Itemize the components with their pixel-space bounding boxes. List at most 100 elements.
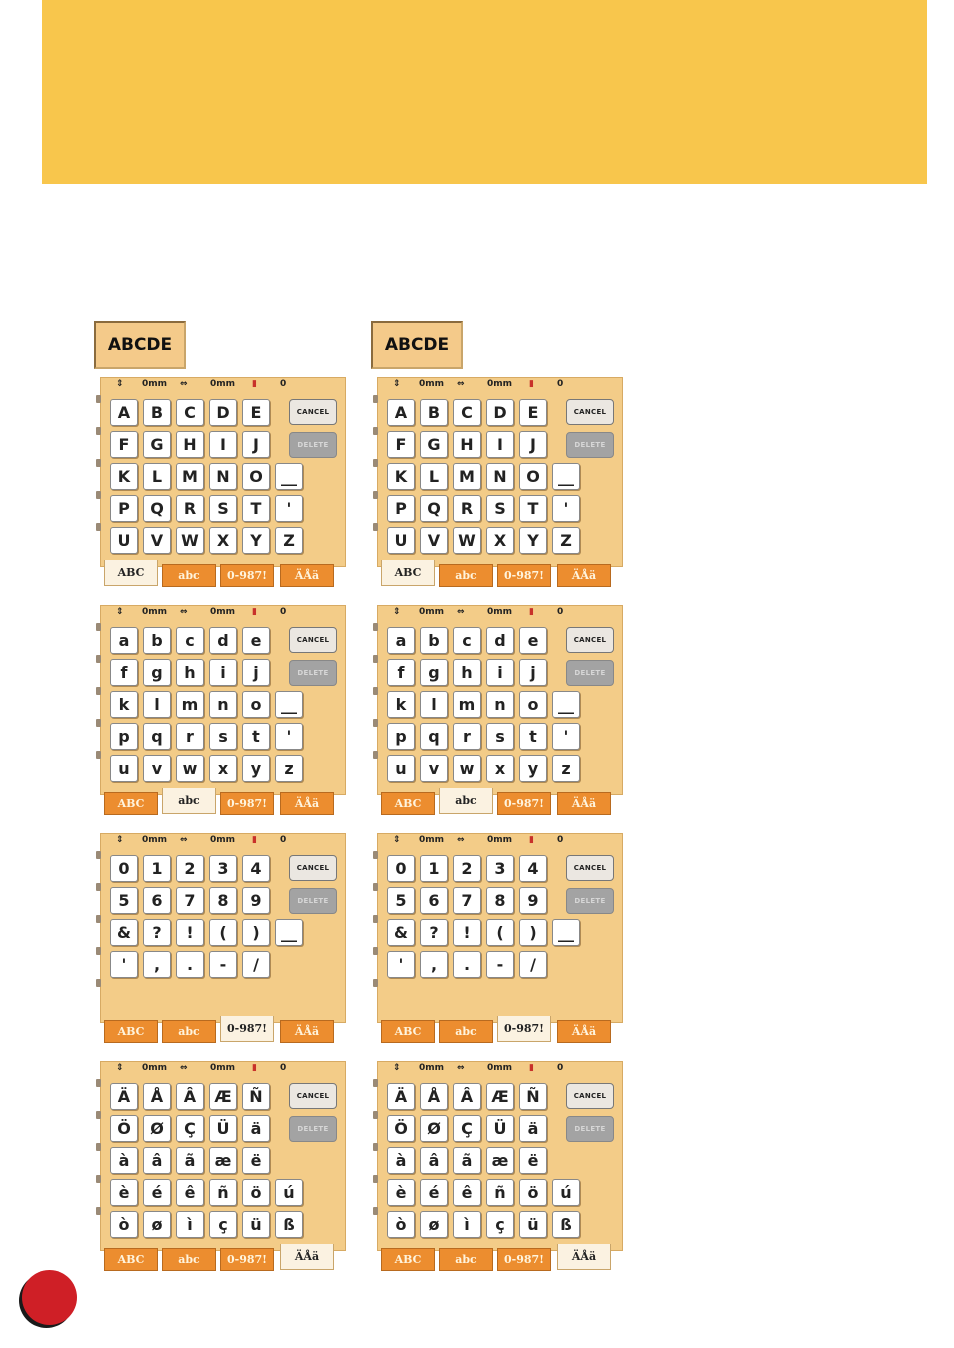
- character-key[interactable]: n: [209, 691, 237, 718]
- character-key[interactable]: -: [209, 951, 237, 978]
- cancel-button[interactable]: CANCEL: [289, 1083, 337, 1109]
- character-key[interactable]: K: [110, 463, 138, 490]
- character-key[interactable]: v: [143, 755, 171, 782]
- character-key[interactable]: ü: [242, 1211, 270, 1238]
- delete-button[interactable]: DELETE: [289, 432, 337, 458]
- tab-2[interactable]: 0-987!: [220, 1016, 274, 1042]
- character-key[interactable]: y: [519, 755, 547, 782]
- character-key[interactable]: 0: [110, 855, 138, 882]
- character-key[interactable]: __: [275, 691, 303, 718]
- character-key[interactable]: C: [453, 399, 481, 426]
- character-key[interactable]: Ø: [143, 1115, 171, 1142]
- character-key[interactable]: ü: [519, 1211, 547, 1238]
- character-key[interactable]: ê: [176, 1179, 204, 1206]
- tab-2[interactable]: 0-987!: [220, 1248, 274, 1271]
- tab-2[interactable]: 0-987!: [220, 792, 274, 815]
- character-key[interactable]: -: [486, 951, 514, 978]
- character-key[interactable]: ß: [275, 1211, 303, 1238]
- character-key[interactable]: m: [453, 691, 481, 718]
- character-key[interactable]: g: [143, 659, 171, 686]
- character-key[interactable]: 0: [387, 855, 415, 882]
- tab-2[interactable]: 0-987!: [497, 792, 551, 815]
- character-key[interactable]: __: [275, 463, 303, 490]
- character-key[interactable]: S: [209, 495, 237, 522]
- character-key[interactable]: 5: [387, 887, 415, 914]
- character-key[interactable]: ç: [486, 1211, 514, 1238]
- character-key[interactable]: u: [110, 755, 138, 782]
- character-key[interactable]: Ü: [209, 1115, 237, 1142]
- character-key[interactable]: 7: [176, 887, 204, 914]
- character-key[interactable]: ê: [453, 1179, 481, 1206]
- tab-3[interactable]: ÄÅä: [280, 792, 334, 815]
- character-key[interactable]: ): [519, 919, 547, 946]
- cancel-button[interactable]: CANCEL: [289, 627, 337, 653]
- character-key[interactable]: ': [552, 495, 580, 522]
- delete-button[interactable]: DELETE: [566, 1116, 614, 1142]
- character-key[interactable]: d: [486, 627, 514, 654]
- character-key[interactable]: g: [420, 659, 448, 686]
- character-key[interactable]: O: [519, 463, 547, 490]
- character-key[interactable]: c: [176, 627, 204, 654]
- character-key[interactable]: J: [242, 431, 270, 458]
- character-key[interactable]: ß: [552, 1211, 580, 1238]
- character-key[interactable]: à: [387, 1147, 415, 1174]
- character-key[interactable]: l: [143, 691, 171, 718]
- tab-1[interactable]: abc: [162, 1248, 216, 1271]
- character-key[interactable]: ì: [176, 1211, 204, 1238]
- character-key[interactable]: f: [387, 659, 415, 686]
- cancel-button[interactable]: CANCEL: [289, 855, 337, 881]
- character-key[interactable]: e: [242, 627, 270, 654]
- character-key[interactable]: p: [110, 723, 138, 750]
- character-key[interactable]: ò: [387, 1211, 415, 1238]
- character-key[interactable]: A: [387, 399, 415, 426]
- character-key[interactable]: k: [387, 691, 415, 718]
- tab-1[interactable]: abc: [439, 788, 493, 814]
- character-key[interactable]: h: [176, 659, 204, 686]
- delete-button[interactable]: DELETE: [566, 888, 614, 914]
- tab-0[interactable]: ABC: [381, 1248, 435, 1271]
- character-key[interactable]: x: [209, 755, 237, 782]
- character-key[interactable]: !: [176, 919, 204, 946]
- tab-2[interactable]: 0-987!: [497, 1016, 551, 1042]
- character-key[interactable]: 4: [242, 855, 270, 882]
- character-key[interactable]: (: [486, 919, 514, 946]
- character-key[interactable]: U: [387, 527, 415, 554]
- character-key[interactable]: v: [420, 755, 448, 782]
- character-key[interactable]: D: [486, 399, 514, 426]
- character-key[interactable]: ò: [110, 1211, 138, 1238]
- character-key[interactable]: x: [486, 755, 514, 782]
- character-key[interactable]: X: [486, 527, 514, 554]
- character-key[interactable]: G: [143, 431, 171, 458]
- character-key[interactable]: Ç: [453, 1115, 481, 1142]
- tab-3[interactable]: ÄÅä: [557, 792, 611, 815]
- character-key[interactable]: 8: [486, 887, 514, 914]
- character-key[interactable]: ç: [209, 1211, 237, 1238]
- tab-1[interactable]: abc: [439, 1248, 493, 1271]
- character-key[interactable]: ,: [420, 951, 448, 978]
- character-key[interactable]: k: [110, 691, 138, 718]
- character-key[interactable]: 3: [209, 855, 237, 882]
- character-key[interactable]: z: [275, 755, 303, 782]
- tab-1[interactable]: abc: [439, 564, 493, 587]
- character-key[interactable]: ë: [242, 1147, 270, 1174]
- character-key[interactable]: r: [176, 723, 204, 750]
- cancel-button[interactable]: CANCEL: [566, 1083, 614, 1109]
- delete-button[interactable]: DELETE: [566, 432, 614, 458]
- character-key[interactable]: Q: [143, 495, 171, 522]
- character-key[interactable]: U: [110, 527, 138, 554]
- character-key[interactable]: T: [519, 495, 547, 522]
- tab-2[interactable]: 0-987!: [497, 1248, 551, 1271]
- character-key[interactable]: T: [242, 495, 270, 522]
- character-key[interactable]: G: [420, 431, 448, 458]
- character-key[interactable]: â: [420, 1147, 448, 1174]
- tab-1[interactable]: abc: [162, 788, 216, 814]
- character-key[interactable]: à: [110, 1147, 138, 1174]
- character-key[interactable]: ã: [453, 1147, 481, 1174]
- character-key[interactable]: è: [110, 1179, 138, 1206]
- character-key[interactable]: ö: [242, 1179, 270, 1206]
- character-key[interactable]: N: [209, 463, 237, 490]
- character-key[interactable]: Y: [242, 527, 270, 554]
- character-key[interactable]: Å: [420, 1083, 448, 1110]
- character-key[interactable]: q: [420, 723, 448, 750]
- character-key[interactable]: H: [453, 431, 481, 458]
